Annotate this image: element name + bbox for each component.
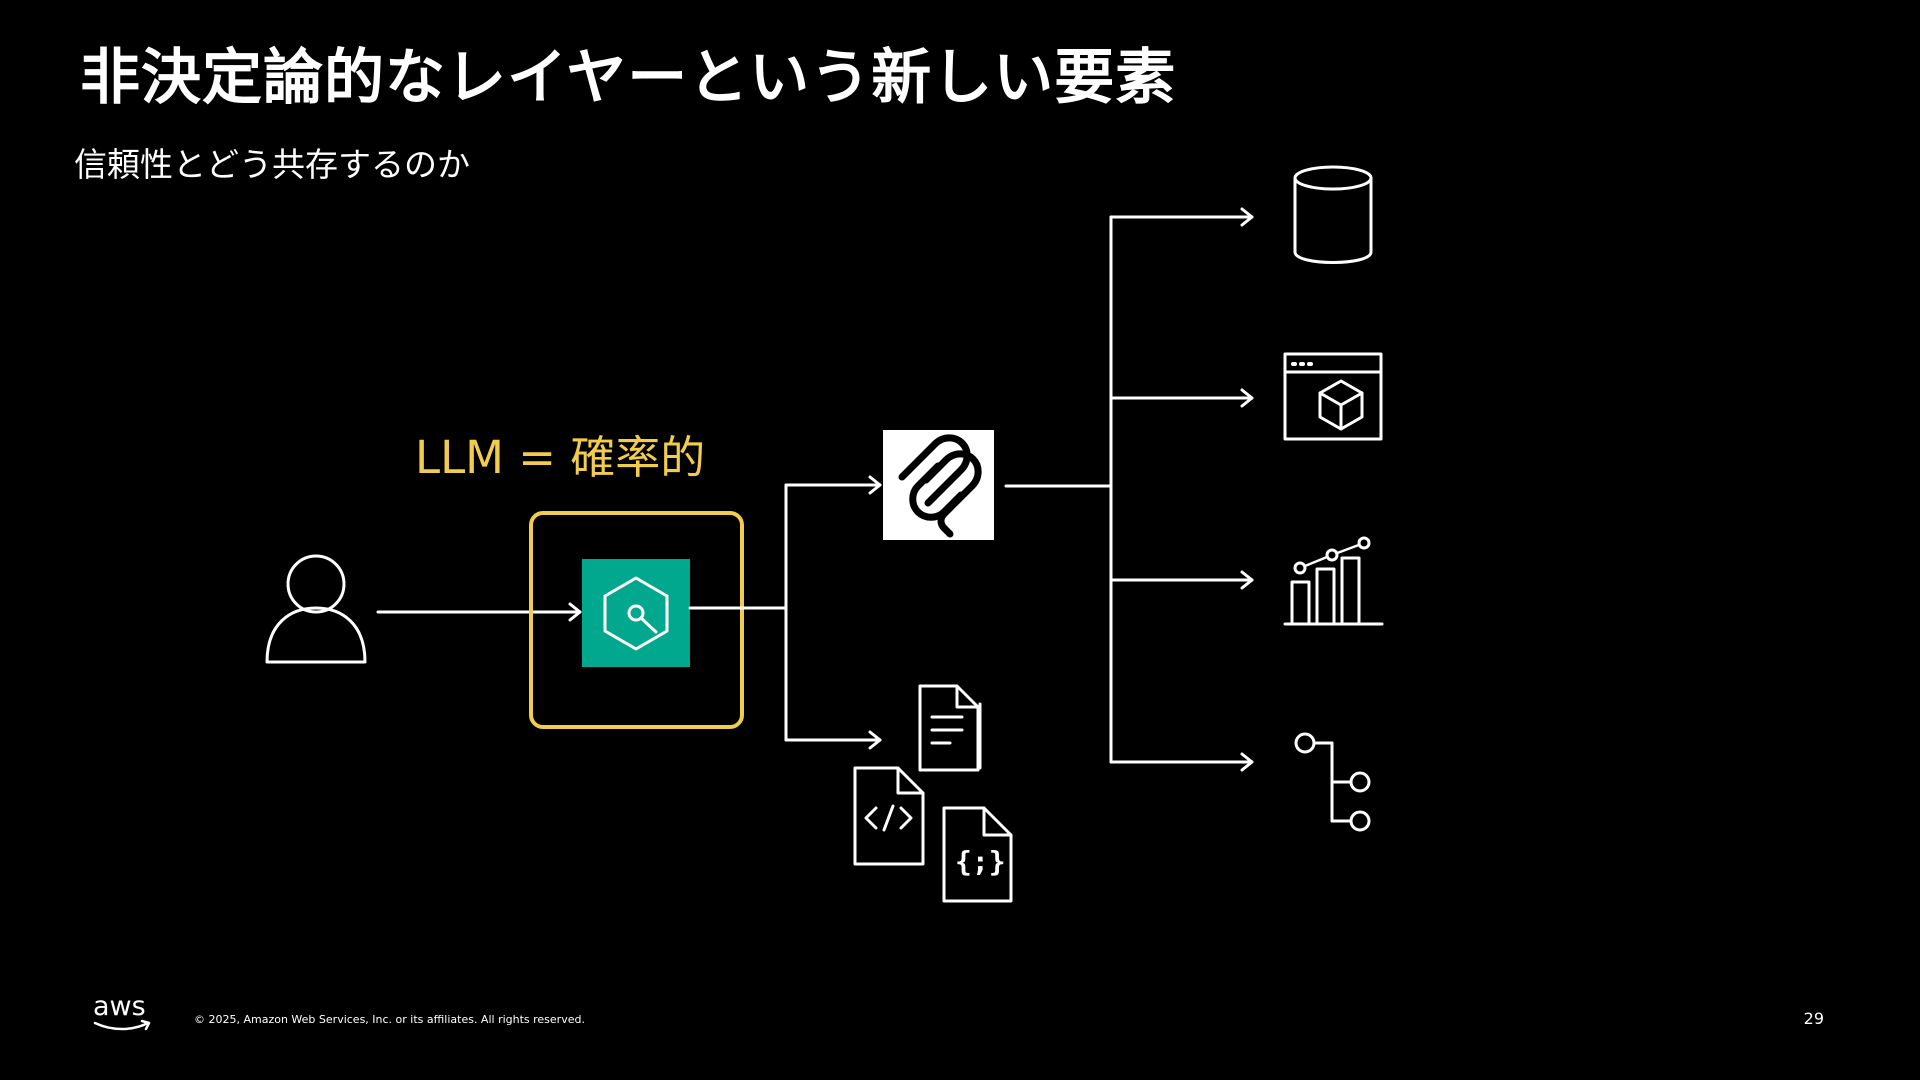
slide-subtitle: 信頼性とどう共存するのか xyxy=(74,145,470,184)
arrow-user-to-model xyxy=(376,602,582,622)
ai-model-icon xyxy=(582,559,690,667)
page-number: 29 xyxy=(1803,1009,1824,1028)
database-icon xyxy=(1293,165,1373,264)
copyright-notice: © 2025, Amazon Web Services, Inc. or its… xyxy=(194,1013,585,1026)
json-file-icon: {;} xyxy=(942,806,1013,903)
llm-highlight-box xyxy=(529,511,744,729)
svg-text:{;}: {;} xyxy=(955,845,1006,878)
application-window-icon xyxy=(1283,352,1383,441)
aws-logo: aws xyxy=(93,992,151,1031)
code-file-icon xyxy=(853,766,925,866)
svg-text:aws: aws xyxy=(93,992,146,1022)
mcp-icon xyxy=(883,430,994,540)
mcp-fanout-connector xyxy=(1004,207,1254,772)
llm-label: LLM = 確率的 xyxy=(415,431,705,484)
slide-title: 非決定論的なレイヤーという新しい要素 xyxy=(80,43,1177,113)
model-branch-connector xyxy=(688,475,882,750)
user-icon xyxy=(265,554,367,664)
git-branch-icon xyxy=(1294,732,1371,832)
document-icon xyxy=(918,684,982,772)
analytics-chart-icon xyxy=(1283,536,1384,626)
